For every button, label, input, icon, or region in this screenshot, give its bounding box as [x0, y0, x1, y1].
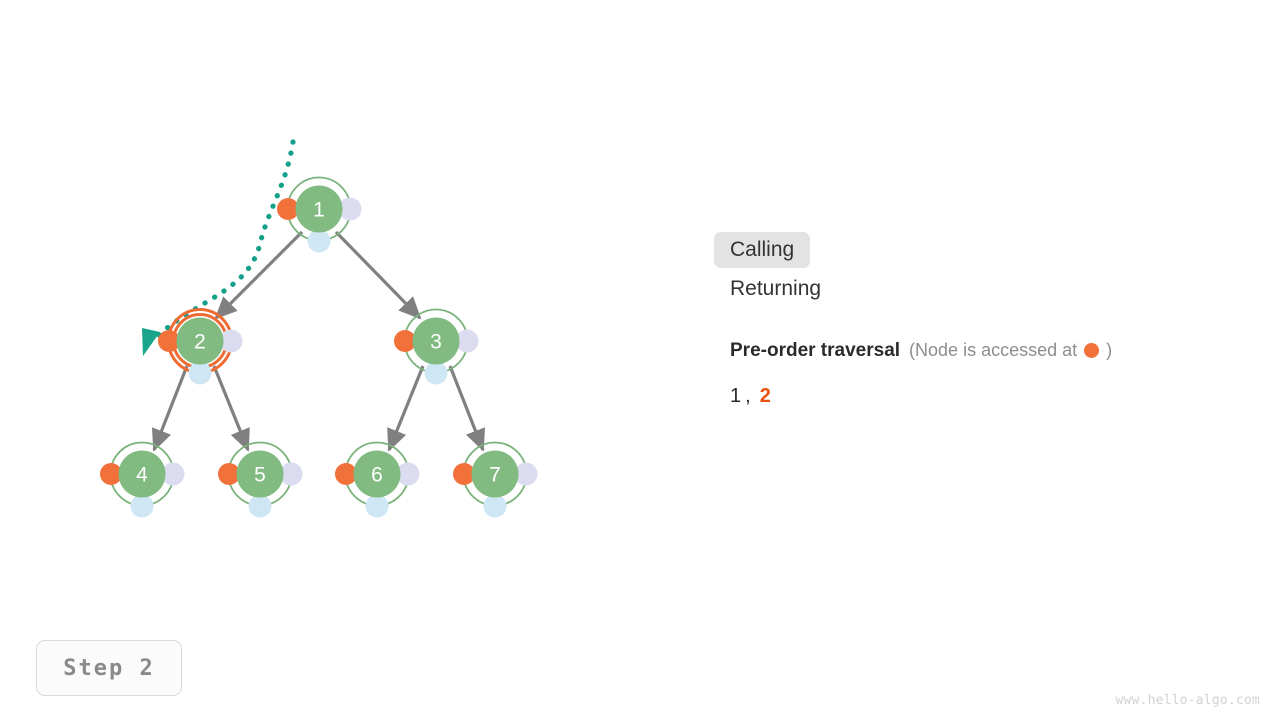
- traversal-title: Pre-order traversal: [730, 340, 901, 361]
- traversal-note-before: (Node is accessed at: [909, 340, 1078, 360]
- node-access-dot-icon: [158, 330, 180, 352]
- watermark-text: www.hello-algo.com: [1115, 693, 1260, 708]
- node-right-dot-icon: [219, 329, 243, 353]
- sequence-separator: ,: [745, 385, 751, 407]
- node-right-dot-icon: [514, 462, 538, 486]
- tree-node-2[interactable]: 2: [158, 308, 243, 385]
- watermark: www.hello-algo.com: [1116, 693, 1260, 708]
- tree-node-7[interactable]: 7: [453, 441, 538, 518]
- node-body: [176, 317, 224, 365]
- node-body: [236, 450, 284, 498]
- tree-node-5[interactable]: 5: [218, 441, 303, 518]
- node-right-dot-icon: [455, 329, 479, 353]
- node-access-dot-icon: [335, 463, 357, 485]
- node-label: 4: [136, 464, 148, 487]
- node-access-dot-icon: [218, 463, 240, 485]
- node-label: 3: [430, 331, 442, 354]
- traversal-note-after: ): [1106, 340, 1113, 360]
- sequence-item: 1: [730, 385, 742, 407]
- binary-tree-diagram: 1 2 3 4 5 6 7: [100, 139, 538, 518]
- node-bottom-dot-icon: [424, 361, 448, 385]
- edge-1-2: [214, 230, 304, 320]
- tree-node-1[interactable]: 1: [277, 176, 362, 253]
- node-label: 5: [254, 464, 266, 487]
- node-access-dot-icon: [277, 198, 299, 220]
- traversal-header: Pre-order traversal (Node is accessed at …: [714, 341, 1254, 360]
- tree-nodes: 1 2 3 4 5 6 7: [100, 176, 538, 518]
- node-right-dot-icon: [396, 462, 420, 486]
- node-bottom-dot-icon: [130, 494, 154, 518]
- step-badge: Step 2: [36, 640, 182, 696]
- edge-2-4: [151, 365, 189, 452]
- node-body: [353, 450, 401, 498]
- edge-2-5: [212, 365, 250, 452]
- node-bottom-dot-icon: [307, 229, 331, 253]
- sequence-item: 2: [759, 385, 771, 407]
- node-bottom-dot-icon: [365, 494, 389, 518]
- node-bottom-dot-icon: [188, 361, 212, 385]
- traversal-sequence: 1,2: [714, 386, 1254, 406]
- node-body: [412, 317, 460, 365]
- node-body: [471, 450, 519, 498]
- access-marker-icon: [1084, 343, 1100, 358]
- node-bottom-dot-icon: [248, 494, 272, 518]
- state-returning-label: Returning: [730, 277, 822, 300]
- step-badge-label: Step 2: [63, 655, 155, 681]
- recursion-pointer-arrowhead: [142, 328, 160, 356]
- node-label: 7: [489, 464, 501, 487]
- state-calling: Calling: [714, 232, 1254, 268]
- node-right-dot-icon: [338, 197, 362, 221]
- info-panel: Calling Returning Pre-order traversal (No…: [714, 232, 1254, 406]
- edge-3-6: [387, 365, 425, 452]
- recursion-pointer: [142, 139, 296, 356]
- edge-3-7: [448, 365, 486, 452]
- node-right-dot-icon: [161, 462, 185, 486]
- node-label: 1: [313, 199, 325, 222]
- tree-node-6[interactable]: 6: [335, 441, 420, 518]
- node-access-dot-icon: [394, 330, 416, 352]
- node-access-dot-icon: [453, 463, 475, 485]
- node-label: 2: [194, 331, 206, 354]
- node-right-dot-icon: [279, 462, 303, 486]
- state-list: Calling Returning: [714, 232, 1254, 307]
- tree-node-4[interactable]: 4: [100, 441, 185, 518]
- tree-edges: [151, 230, 486, 452]
- edge-1-3: [334, 230, 422, 320]
- node-access-dot-icon: [100, 463, 122, 485]
- tree-node-3[interactable]: 3: [394, 308, 479, 385]
- node-bottom-dot-icon: [483, 494, 507, 518]
- traversal-note: (Node is accessed at ): [909, 340, 1112, 360]
- node-body: [295, 185, 343, 233]
- state-calling-label: Calling: [714, 232, 811, 268]
- node-label: 6: [371, 464, 383, 487]
- node-body: [118, 450, 166, 498]
